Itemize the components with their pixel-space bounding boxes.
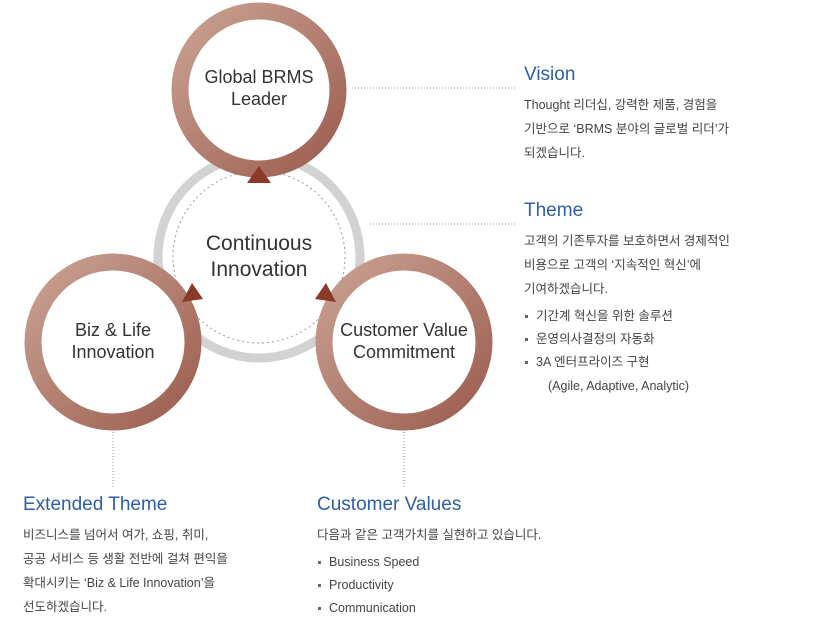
theme-block: Theme 고객의 기존투자를 보호하면서 경제적인 비용으로 고객의 ‘지속적… — [524, 199, 730, 398]
list-item: 운영의사결정의 자동화 — [524, 328, 730, 351]
vision-text: Thought 리더십, 강력한 제품, 경험을 — [524, 98, 718, 112]
customer-title: Customer Values — [317, 494, 462, 515]
left-ring — [24, 253, 202, 431]
customer-bullets: Business Speed Productivity Communicatio… — [317, 551, 541, 620]
theme-bullets: 기간계 혁신을 위한 솔루션 운영의사결정의 자동화 3A 엔터프라이즈 구현 — [524, 305, 730, 374]
vision-title: Vision — [524, 64, 576, 85]
arrow-left-icon — [182, 283, 203, 302]
arrow-right-icon — [315, 283, 336, 302]
theme-text: 비용으로 고객의 ‘지속적인 혁신’에 — [524, 258, 701, 272]
list-item: Productivity — [317, 574, 541, 597]
label-line: Global BRMS — [204, 67, 314, 87]
top-circle-label: Global BRMS Leader — [204, 66, 313, 110]
vision-block: Vision Thought 리더십, 강력한 제품, 경험을 기반으로 ‘BR… — [524, 63, 729, 165]
theme-text: 고객의 기존투자를 보호하면서 경제적인 — [524, 234, 730, 248]
theme-title: Theme — [524, 200, 584, 221]
center-label-line: Innovation — [210, 258, 308, 281]
center-dashed-ring — [172, 170, 346, 344]
extended-block: Extended Theme 비즈니스를 넘어서 여가, 쇼핑, 취미, 공공 … — [23, 493, 228, 619]
right-ring — [315, 253, 493, 431]
label-line: Biz & Life — [74, 320, 152, 340]
label-line: Innovation — [71, 342, 155, 362]
list-item: Communication — [317, 597, 541, 620]
extended-title: Extended Theme — [23, 494, 168, 515]
list-item: 기간계 혁신을 위한 솔루션 — [524, 305, 730, 328]
extended-text: 공공 서비스 등 생활 전반에 걸쳐 편익을 — [23, 552, 228, 566]
label-line: Customer Value — [340, 320, 468, 340]
extended-text: 확대시키는 ‘Biz & Life Innovation’을 — [23, 576, 215, 590]
label-line: Commitment — [352, 342, 456, 362]
left-circle-label: Biz & Life Innovation — [71, 319, 154, 363]
list-item: Business Speed — [317, 551, 541, 574]
connector-lines — [112, 87, 515, 488]
customer-block: Customer Values 다음과 같은 고객가치를 실현하고 있습니다. … — [317, 493, 541, 620]
extended-text: 선도하겠습니다. — [23, 600, 107, 614]
extended-text: 비즈니스를 넘어서 여가, 쇼핑, 취미, — [23, 528, 209, 542]
vision-text: 되겠습니다. — [524, 146, 585, 160]
customer-text: 다음과 같은 고객가치를 실현하고 있습니다. — [317, 528, 542, 542]
center-label-line: Continuous — [205, 232, 313, 255]
center-label: Continuous Innovation — [206, 231, 312, 283]
theme-text: 기여하겠습니다. — [524, 282, 608, 296]
right-circle-label: Customer Value Commitment — [340, 319, 468, 363]
label-line: Leader — [230, 89, 288, 109]
list-item: 3A 엔터프라이즈 구현 — [524, 351, 730, 374]
arrow-up-icon — [247, 166, 271, 183]
theme-bullet-sub: (Agile, Adaptive, Analytic) — [548, 379, 690, 393]
vision-text: 기반으로 ‘BRMS 분야의 글로벌 리더’가 — [524, 122, 730, 136]
